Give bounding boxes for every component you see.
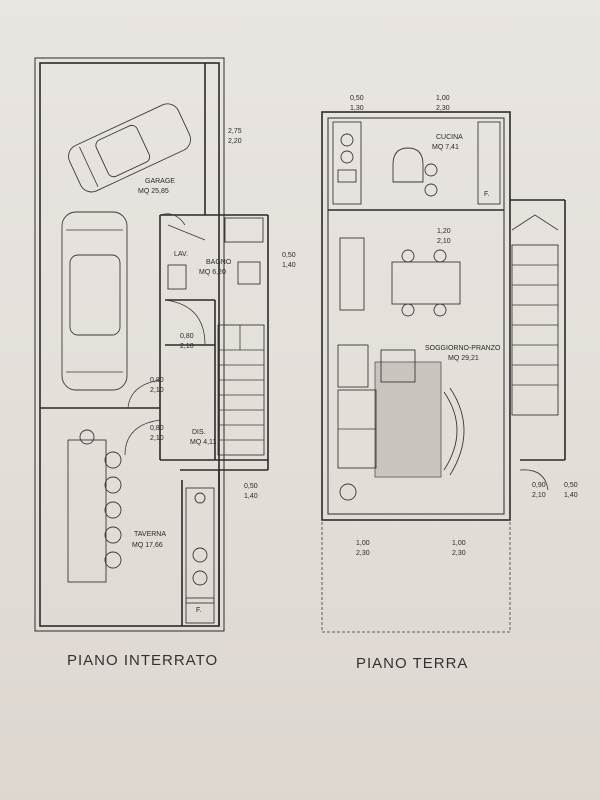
bagno-label: BAGNO <box>206 259 232 266</box>
soggiorno-label: SOGGIORNO-PRANZO <box>425 345 501 352</box>
front-left-window-width: 1,00 <box>356 540 370 547</box>
bagno-vanity <box>224 217 264 243</box>
side-door-height: 2,10 <box>532 492 546 499</box>
side-door-width: 0,90 <box>532 482 546 489</box>
dis-label: DIS. <box>192 429 206 436</box>
front-right-window-height: 2,30 <box>452 550 466 557</box>
sideboard <box>339 237 365 311</box>
taverna-kitchenette <box>185 487 215 624</box>
dis-area: MQ 4,11 <box>190 439 216 446</box>
kitchen-fridge-label: F. <box>484 191 490 198</box>
taverna-fridge-label: F. <box>196 607 202 614</box>
garage-label: GARAGE <box>145 178 175 185</box>
ground-title: PIANO TERRA <box>356 655 468 672</box>
living-area <box>337 344 465 501</box>
lav-hatch <box>167 224 206 241</box>
top-left-window-width: 0,50 <box>350 95 364 102</box>
bagno-window-height: 1,40 <box>282 262 296 269</box>
dis-door-width: 0,80 <box>150 377 164 384</box>
dis-door-height: 2,10 <box>150 387 164 394</box>
garage-door-swing <box>159 213 186 226</box>
taverna-window-width: 0,50 <box>244 483 258 490</box>
ground-stairs <box>511 214 559 416</box>
top-right-window-height: 2,30 <box>436 105 450 112</box>
kitchen-opening-height: 2,10 <box>437 238 451 245</box>
bagno-door-height: 2,10 <box>180 343 194 350</box>
dining-set <box>391 249 461 317</box>
car-bottom <box>61 211 128 391</box>
front-right-window-width: 1,00 <box>452 540 466 547</box>
bagno-door-swing <box>164 299 206 346</box>
ground-inner-wall <box>327 117 505 515</box>
garage-window-height: 2,20 <box>228 138 242 145</box>
side-window-width: 0,50 <box>564 482 578 489</box>
cucina-label: CUCINA <box>436 134 463 141</box>
basement-outer-wall <box>39 62 220 627</box>
taverna-window-height: 1,40 <box>244 493 258 500</box>
garage-window-width: 2,75 <box>228 128 242 135</box>
side-window-height: 1,40 <box>564 492 578 499</box>
top-right-window-width: 1,00 <box>436 95 450 102</box>
basement-plan <box>34 57 269 632</box>
car-top <box>68 103 191 193</box>
taverna-area: MQ 17,66 <box>132 542 163 549</box>
bagno-area: MQ 6,20 <box>199 269 226 276</box>
bagno-wc <box>167 264 187 290</box>
bagno-shower <box>237 261 261 285</box>
taverna-door-height: 2,10 <box>150 435 164 442</box>
garage-area: MQ 25,85 <box>138 188 169 195</box>
taverna-label: TAVERNA <box>134 531 166 538</box>
taverna-chairs <box>79 429 122 569</box>
ground-plan <box>321 111 566 633</box>
basement-outer-wall-line <box>34 57 225 632</box>
top-left-window-height: 1,30 <box>350 105 364 112</box>
bagno-door-width: 0,80 <box>180 333 194 340</box>
bagno-window-width: 0,50 <box>282 252 296 259</box>
dis-door-swing <box>127 379 161 409</box>
cucina-area: MQ 7,41 <box>432 144 459 151</box>
soggiorno-area: MQ 29,21 <box>448 355 479 362</box>
portico-outline <box>321 519 511 633</box>
kitchen-opening-width: 1,20 <box>437 228 451 235</box>
taverna-door-swing <box>124 419 161 456</box>
basement-title: PIANO INTERRATO <box>67 652 218 669</box>
ground-outer-wall <box>321 111 511 521</box>
taverna-table <box>67 439 107 583</box>
basement-stairs <box>217 324 265 456</box>
lav-label: LAV. <box>174 251 188 258</box>
taverna-door-width: 0,80 <box>150 425 164 432</box>
front-left-window-height: 2,30 <box>356 550 370 557</box>
kitchen-fixtures <box>332 121 501 205</box>
side-door-swing <box>519 469 549 491</box>
